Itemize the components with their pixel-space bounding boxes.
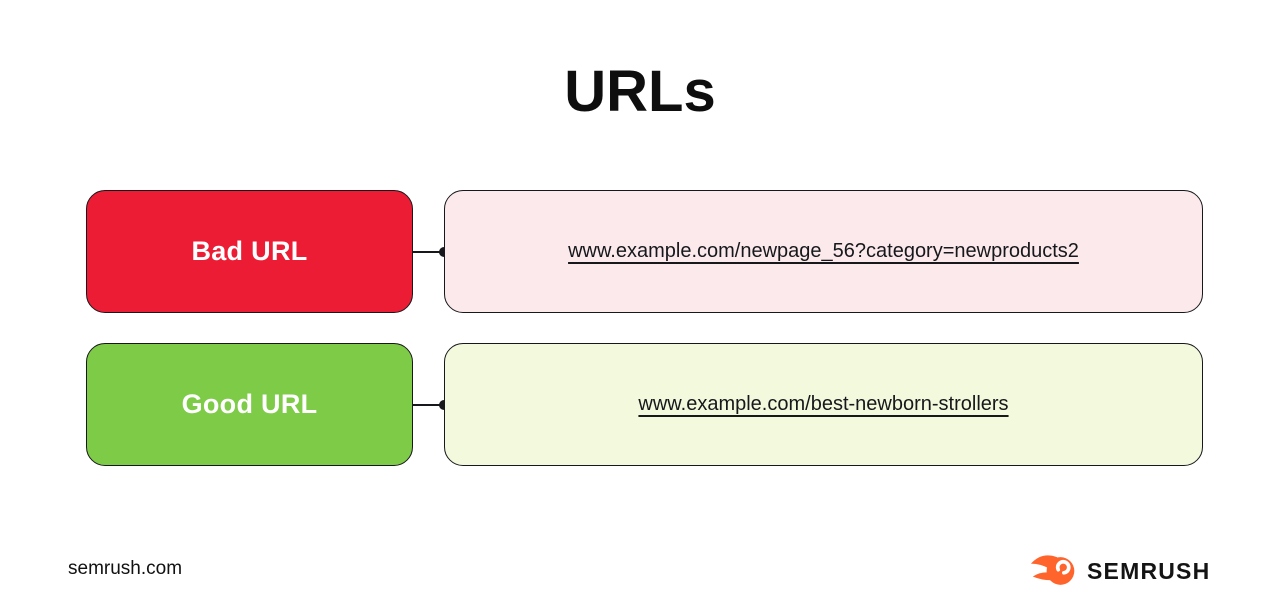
good-url-connector-line (412, 403, 445, 406)
good-url-value-box: www.example.com/best-newborn-strollers (444, 343, 1203, 466)
semrush-wordmark: SEMRUSH (1087, 557, 1211, 584)
bad-url-connector-line (412, 250, 445, 253)
bad-url-value-box: www.example.com/newpage_56?category=newp… (444, 190, 1203, 313)
bad-url-text: www.example.com/newpage_56?category=newp… (568, 240, 1079, 262)
semrush-logo: SEMRUSH (1030, 550, 1210, 592)
good-url-label: Good URL (181, 389, 318, 419)
good-url-label-box: Good URL (86, 343, 413, 466)
page-title: URLs (564, 59, 716, 124)
semrush-comet-icon (1030, 555, 1075, 585)
footer-source-text: semrush.com (68, 558, 183, 579)
bad-url-label-box: Bad URL (86, 190, 413, 313)
bad-url-label: Bad URL (191, 236, 308, 266)
good-url-text: www.example.com/best-newborn-strollers (638, 393, 1009, 415)
